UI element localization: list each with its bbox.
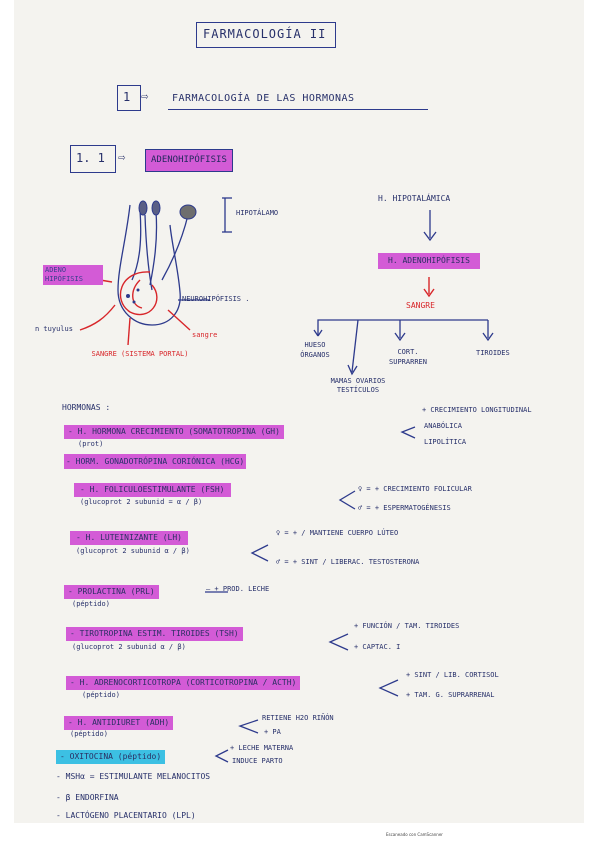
hormone-adh: - H. ANTIDIURET (ADH) (64, 716, 174, 730)
hormone-prl-note: (péptido) (72, 600, 110, 608)
section-number: 1 (123, 90, 131, 104)
subsection-title: ADENOHIPÓFISIS (145, 149, 233, 172)
scanner-watermark: Escaneado con CamScanner (386, 832, 443, 837)
hormone-gh-effect-1: + CRECIMIENTO LONGITUDINAL (422, 406, 532, 414)
diagram-hipotalamo: HIPOTÁLAMO (236, 209, 279, 217)
hormone-lh-note: (glucoprot 2 subunid α / β) (76, 547, 190, 555)
subsection-number-box (70, 145, 116, 173)
hormone-fsh: - H. FOLICULOESTIMULANTE (FSH) (74, 483, 231, 497)
section-arrow-icon: ⇨ (141, 89, 149, 103)
hormone-tsh-note: (glucoprot 2 subunid α / β) (72, 643, 186, 651)
subsection-arrow-icon: ⇨ (118, 150, 126, 164)
neuron-body-1 (138, 200, 148, 216)
hormone-hcg: - HORM. GONADOTRÓPINA CORIÓNICA (HCG) (64, 454, 247, 469)
flow-sangre: SANGRE (406, 301, 435, 310)
hormone-fsh-effect-1: ♀ = + CRECIMIENTO FOLICULAR (358, 485, 472, 493)
flow-h-adenohipofisis: H. ADENOHIPÓFISIS (378, 253, 480, 269)
hormonas-heading: HORMONAS : (62, 403, 111, 412)
hormone-fsh-effect-2: ♂ = + ESPERMATOGÉNESIS (358, 504, 451, 512)
hormone-oxitocina-effect-1: + LECHE MATERNA (230, 744, 294, 752)
section-number-box (117, 85, 141, 111)
flow-h-hipotalamica: H. HIPOTALÁMICA (378, 194, 451, 203)
hormone-lh-effect-1: ♀ = + / MANTIENE CUERPO LÚTEO (276, 529, 399, 537)
diagram-sistema-portal: SANGRE (SISTEMA PORTAL) (91, 350, 189, 358)
hormone-acth-note: (péptido) (82, 691, 120, 699)
hormone-tsh-effect-2: + CAPTAC. I (354, 643, 401, 651)
main-title-box (196, 22, 336, 48)
flow-branch-2: CORT. SUPRARREN (389, 348, 427, 366)
section-underline (168, 109, 428, 110)
hormone-gh: - H. HORMONA CRECIMIENTO (SOMATOTROPINA … (64, 425, 284, 439)
neuron-body-3 (179, 204, 197, 220)
diagram-adenohipofisis: ADENO HIPÓFISIS (43, 265, 103, 286)
subsection-number: 1. 1 (76, 151, 105, 165)
flow-branch-3: TIROIDES (476, 349, 510, 357)
hormone-tsh: - TIROTROPINA ESTIM. TIROIDES (TSH) (66, 627, 243, 641)
hormone-hcg-label: - HORM. GONADOTRÓPINA CORIÓNICA (HCG) (64, 454, 247, 469)
hormone-acth-effect-1: + SINT / LIB. CORTISOL (406, 671, 499, 679)
section-title: FARMACOLOGÍA DE LAS HORMONAS (172, 93, 355, 104)
hormone-prl-effect-1: — + PROD. LECHE (206, 585, 270, 593)
diagram-sangre-right: sangre (192, 331, 218, 339)
hormone-adh-effect-1: RETIENE H2O RIÑÓN (262, 714, 334, 722)
hormone-adh-effect-2: + PA (264, 728, 281, 736)
hormone-adh-note: (péptido) (70, 730, 108, 738)
hormone-msh: - MSHα = ESTIMULANTE MELANOCITOS (56, 772, 211, 781)
diagram-n-tuyulus: n tuyulus (35, 325, 73, 333)
hormone-fsh-note: (glucoprot 2 subunid = α / β) (80, 498, 203, 506)
hormone-lh: - H. LUTEINIZANTE (LH) (70, 531, 188, 545)
hormone-acth-effect-2: + TAM. G. SUPRARRENAL (406, 691, 495, 699)
hormone-gh-effect-2: ANABÓLICA (424, 422, 462, 430)
hormone-acth: - H. ADRENOCORTICOTROPA (CORTICOTROPINA … (66, 676, 301, 690)
flow-branch-1: HUESO ÓRGANOS (300, 341, 330, 359)
neuron-body-2 (151, 200, 161, 216)
main-title: FARMACOLOGÍA II (203, 27, 327, 41)
hormone-lh-effect-2: ♂ = + SINT / LIBERAC. TESTOSTERONA (276, 558, 420, 566)
hormone-gh-note: (prot) (78, 440, 104, 448)
hormone-oxitocina: - OXITOCINA (péptido) (56, 750, 166, 764)
hormone-endorfina: - β ENDORFINA (56, 793, 119, 802)
diagram-neurohipofisis: NEUROHIPÓFISIS . (182, 295, 250, 303)
hormone-gh-effect-3: LIPOLÍTICA (424, 438, 467, 446)
hormone-tsh-effect-1: + FUNCIÓN / TAM. TIROIDES (354, 622, 460, 630)
flow-branch-sub: MAMAS OVARIOS TESTÍCULOS (330, 377, 386, 395)
hormone-lpl: - LACTÓGENO PLACENTARIO (LPL) (56, 811, 196, 820)
hormone-oxitocina-effect-2: INDUCE PARTO (232, 757, 283, 765)
hormone-prl: - PROLACTINA (PRL) (64, 585, 159, 599)
